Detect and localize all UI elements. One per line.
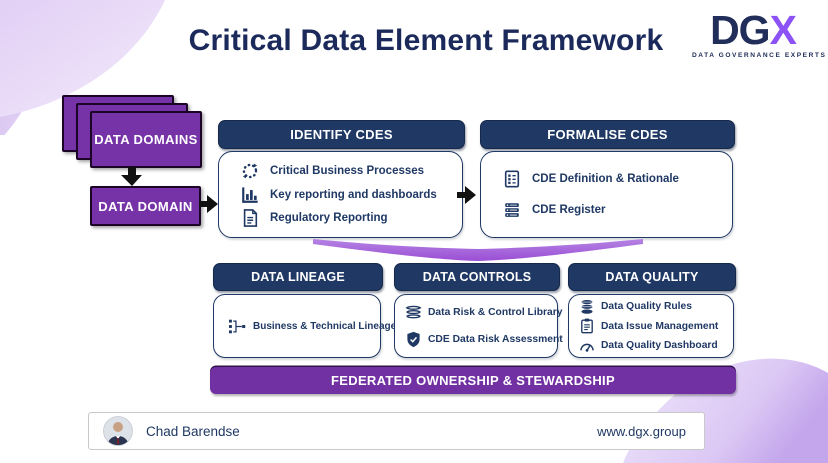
data-quality-box: Data Quality Rules Data Issue Management: [568, 294, 734, 358]
data-controls-header-label: DATA CONTROLS: [422, 270, 532, 284]
register-server-icon-row: CDE Register: [503, 201, 732, 219]
quality-item-rules: Data Quality Rules: [579, 299, 733, 315]
arrow-right-icon-2: [457, 186, 476, 204]
data-controls-box: Data Risk & Control Library CDE Data Ris…: [394, 294, 563, 358]
lineage-item: Business & Technical Lineage: [228, 318, 396, 335]
data-controls-header: DATA CONTROLS: [394, 263, 560, 291]
gauge-icon: [579, 338, 595, 354]
author-name: Chad Barendse: [146, 423, 240, 439]
register-server-icon: [503, 201, 521, 219]
formalise-cdes-header: FORMALISE CDES: [480, 120, 735, 149]
data-domain-box: DATA DOMAIN: [90, 186, 201, 226]
shield-check-icon: [405, 331, 422, 348]
footer-bar: Chad Barendse www.dgx.group: [88, 412, 705, 450]
formalise-cdes-header-label: FORMALISE CDES: [547, 127, 668, 142]
checklist-icon: [503, 170, 521, 188]
logo-tagline: DATA GOVERNANCE EXPERTS: [692, 52, 827, 59]
database-icon: [579, 299, 595, 315]
data-quality-header: DATA QUALITY: [568, 263, 736, 291]
data-lineage-header-label: DATA LINEAGE: [251, 270, 345, 284]
dgx-logo: DGX DATA GOVERNANCE EXPERTS: [692, 7, 827, 60]
federated-ownership-label: FEDERATED OWNERSHIP & STEWARDSHIP: [331, 373, 615, 388]
logo-wordmark: DGX: [692, 7, 814, 53]
data-domain-label: DATA DOMAIN: [98, 198, 193, 214]
data-domains-label: DATA DOMAINS: [94, 132, 198, 147]
process-cycle-icon: [241, 162, 259, 180]
quality-item-dashboard: Data Quality Dashboard: [579, 338, 733, 354]
federated-ownership-bar: FEDERATED OWNERSHIP & STEWARDSHIP: [210, 367, 736, 394]
logo-dg: DG: [710, 7, 770, 53]
data-lineage-header: DATA LINEAGE: [213, 263, 383, 291]
bar-chart-icon: [241, 186, 259, 204]
data-quality-header-label: DATA QUALITY: [605, 270, 699, 284]
data-domains-box: DATA DOMAINS: [90, 111, 202, 168]
formalise-item-definition: CDE Definition & Rationale: [503, 170, 732, 188]
identify-item-regulatory: Regulatory Reporting: [241, 209, 462, 228]
chevron-down-decoration: [313, 239, 643, 261]
page-title: Critical Data Element Framework: [188, 24, 664, 57]
arrow-down-icon: [121, 167, 142, 186]
formalise-cdes-box: CDE Definition & Rationale CDE Register: [480, 151, 733, 238]
controls-item-assessment: CDE Data Risk Assessment: [405, 331, 563, 348]
identify-cdes-box: Critical Business Processes Key reportin…: [218, 151, 463, 238]
identify-cdes-header: IDENTIFY CDES: [218, 120, 465, 149]
document-icon: [241, 209, 259, 228]
logo-x: X: [769, 7, 797, 53]
quality-item-issues: Data Issue Management: [579, 318, 733, 334]
data-lineage-box: Business & Technical Lineage: [213, 294, 396, 358]
lineage-flow-icon: [228, 318, 247, 335]
identify-cdes-header-label: IDENTIFY CDES: [290, 127, 393, 142]
identify-item-reporting: Key reporting and dashboards: [241, 186, 462, 204]
website-link[interactable]: www.dgx.group: [597, 423, 686, 439]
author-avatar: [103, 416, 133, 446]
clipboard-icon: [579, 318, 595, 334]
controls-item-library: Data Risk & Control Library: [405, 304, 562, 321]
identify-item-processes: Critical Business Processes: [241, 162, 462, 180]
arrow-right-icon-1: [199, 195, 218, 213]
layers-stack-icon: [405, 304, 422, 321]
